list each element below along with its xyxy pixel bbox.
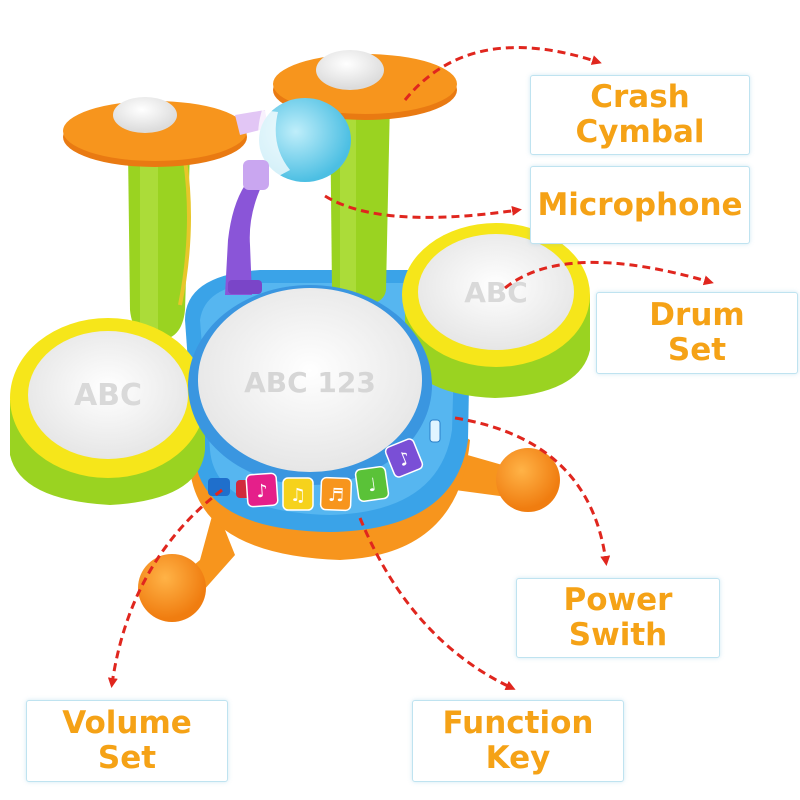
label-volume-set: Volume Set [26, 700, 228, 782]
label-function-line1: Function [442, 705, 594, 741]
left-drum-letters: ABC [74, 378, 142, 413]
label-drum-set: Drum Set [596, 292, 798, 374]
function-key-2: ♫ [282, 477, 314, 511]
power-switch [429, 419, 441, 443]
center-drum-letters: ABC 123 [244, 366, 376, 399]
function-key-1: ♪ [245, 472, 279, 508]
label-crash-line1: Crash [590, 79, 690, 115]
label-drum-line2: Set [667, 332, 727, 368]
center-drum: ABC 123 [188, 285, 432, 485]
function-keys: ♪ ♫ ♬ ♩ ♪ [245, 438, 424, 512]
microphone [225, 98, 351, 295]
label-volume-line2: Set [97, 740, 157, 776]
function-key-3: ♬ [319, 476, 353, 512]
label-function-line2: Key [485, 740, 551, 776]
label-power-line2: Swith [568, 617, 668, 653]
function-key-symbol: ♫ [290, 485, 306, 506]
right-drum: ABC [402, 223, 590, 398]
arrow-crash-cymbal [403, 46, 602, 101]
label-function-key: Function Key [412, 700, 624, 782]
arrow-volume-set [107, 488, 223, 688]
left-drum: ABC [10, 318, 206, 505]
label-crash-cymbal: Crash Cymbal [530, 75, 750, 155]
label-power-line1: Power [563, 582, 673, 618]
label-volume-line1: Volume [62, 705, 192, 741]
callout-arrows [107, 46, 714, 690]
function-key-4: ♩ [354, 465, 390, 503]
base-arms [138, 448, 560, 622]
right-drum-letters: ABC [464, 276, 528, 309]
label-drum-line1: Drum [649, 297, 745, 333]
label-crash-line2: Cymbal [575, 114, 705, 150]
arrow-drum-set [504, 260, 714, 290]
function-key-symbol: ♩ [367, 474, 378, 496]
left-crash-cymbal [63, 97, 247, 167]
function-key-5: ♪ [384, 438, 424, 478]
arrow-microphone [324, 194, 522, 219]
label-microphone: Microphone [530, 166, 750, 244]
label-power-switch: Power Swith [516, 578, 720, 658]
arrow-function-key [358, 517, 516, 690]
function-key-symbol: ♪ [256, 481, 269, 503]
label-microphone-text: Microphone [537, 186, 743, 223]
function-key-symbol: ♬ [328, 485, 345, 507]
arrow-power-switch [454, 416, 611, 566]
